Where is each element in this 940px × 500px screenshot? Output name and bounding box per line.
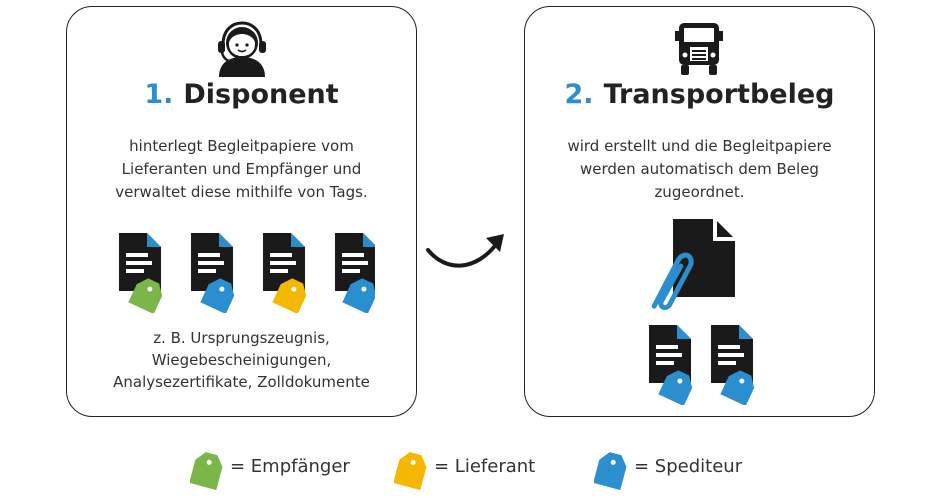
document-icon (649, 325, 691, 383)
description: wird erstellt und die Begleitpapiere wer… (555, 135, 844, 204)
blue-tag-icon (594, 452, 627, 490)
green-tag-icon (190, 452, 223, 490)
examples: z. B. Ursprungszeugnis, Wiegebescheinigu… (87, 327, 396, 393)
tag-icon (720, 370, 755, 405)
tag-icon (200, 278, 235, 313)
example-line: z. B. Ursprungszeugnis, (153, 329, 330, 347)
legend-label: = Spediteur (634, 456, 743, 477)
yellow-tag-icon (394, 452, 427, 490)
card-title: 2. Transportbeleg (525, 79, 874, 110)
step-number: 2. (564, 79, 594, 110)
document-icon (335, 233, 375, 291)
legend-label: = Lieferant (434, 456, 536, 477)
title-text: Transportbeleg (603, 79, 835, 110)
document-icon (191, 233, 233, 291)
document-with-paperclip-icon (651, 219, 735, 311)
tagged-documents (119, 233, 375, 313)
example-line: Analysezertifikate, Zolldokumente (113, 373, 370, 391)
tag-icon (658, 370, 693, 405)
legend-label: = Empfänger (230, 456, 350, 477)
step-number: 1. (144, 79, 174, 110)
description-line: hinterlegt Begleitpapiere vom (129, 137, 354, 155)
tagged-documents (649, 325, 755, 405)
tag-icon (272, 278, 307, 313)
document-icon (263, 233, 305, 291)
document-icon (711, 325, 753, 383)
disponent-card: 1. Disponent hinterlegt Begleitpapiere vo… (66, 6, 417, 417)
description-line: Lieferanten und Empfänger und (121, 160, 362, 178)
curved-arrow-icon (426, 234, 504, 268)
description-line: werden automatisch dem Beleg (580, 160, 819, 178)
description-line: zugeordnet. (654, 183, 745, 201)
transportbeleg-card: 2. Transportbeleg wird erstellt und die B… (524, 6, 875, 417)
title-text: Disponent (183, 79, 339, 110)
description: hinterlegt Begleitpapiere vom Lieferante… (97, 135, 386, 204)
headset-operator-icon (218, 21, 266, 77)
description-line: wird erstellt und die Begleitpapiere (567, 137, 832, 155)
document-icon (119, 233, 161, 291)
tag-icon (128, 278, 163, 313)
example-line: Wiegebescheinigungen, (151, 351, 332, 369)
truck-icon (675, 23, 723, 75)
card-title: 1. Disponent (67, 79, 416, 110)
tag-icon (342, 278, 375, 313)
description-line: verwaltet diese mithilfe von Tags. (115, 183, 368, 201)
